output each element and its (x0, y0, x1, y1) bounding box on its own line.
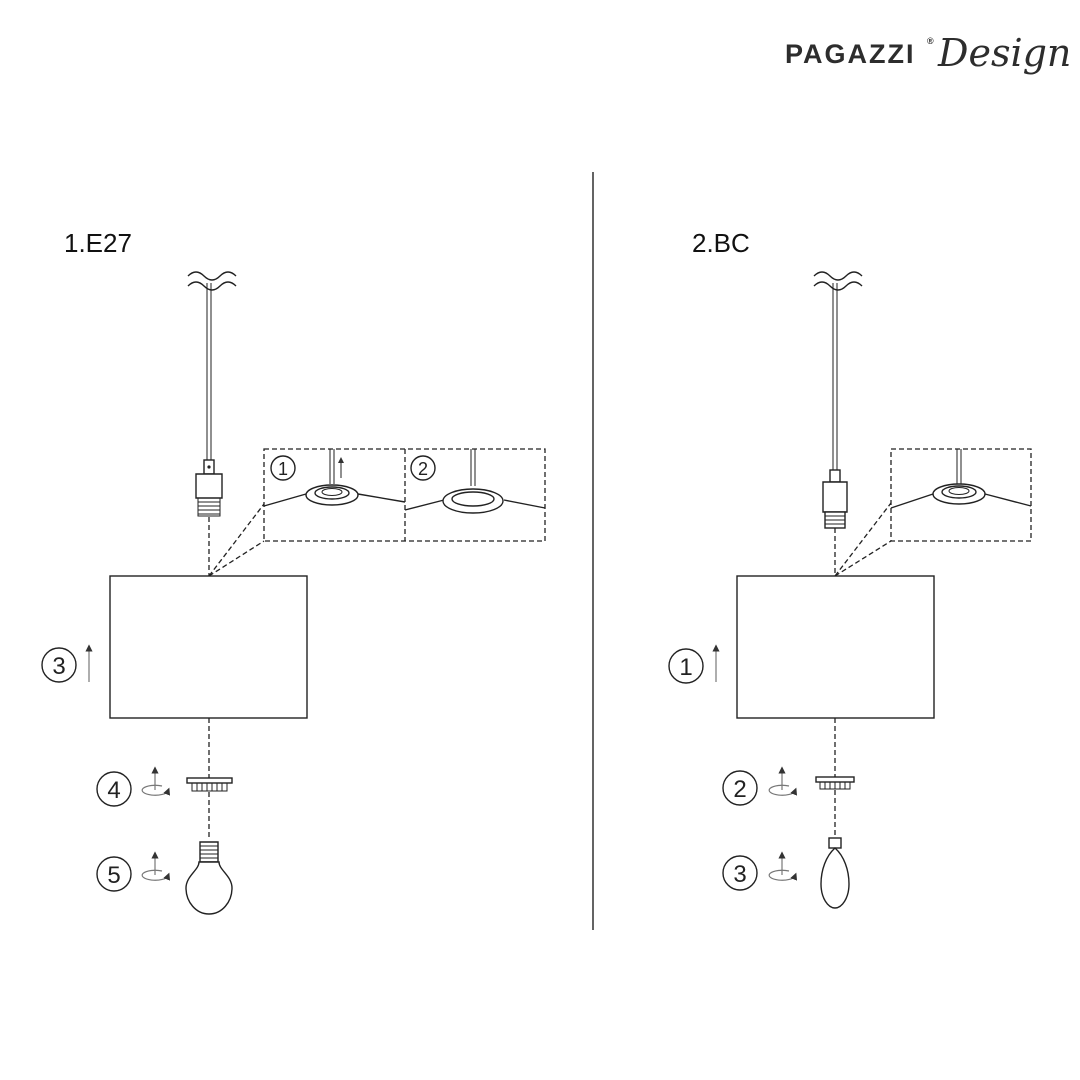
step-2: 2 (722, 766, 797, 806)
inset-detail (890, 448, 1032, 542)
bulb-candle-bc (820, 837, 850, 909)
panel-title: 1.E27 (64, 228, 132, 258)
inset-detail: 1 2 (263, 448, 546, 542)
pendant-cord (832, 283, 838, 470)
step-number: 3 (52, 653, 65, 680)
locking-ring (815, 776, 855, 790)
ceiling-break-icon (813, 271, 863, 291)
lampholder-bc (822, 469, 848, 529)
ceiling-break-icon (187, 271, 237, 291)
lamp-shade (109, 575, 308, 719)
rotate-icon (141, 869, 170, 881)
brand-script: Design (937, 31, 1071, 75)
callout-line (208, 503, 265, 577)
step-number: 4 (107, 777, 120, 804)
pendant-cord (206, 283, 212, 460)
callout-line (834, 502, 892, 577)
callout-line (834, 540, 892, 577)
brand-logo: PAGAZZI ® Design (785, 31, 1071, 75)
step-3: 3 (722, 851, 797, 891)
step-4: 4 (96, 766, 170, 807)
lamp-shade (736, 575, 935, 719)
panel-e27: 1.E27 (41, 228, 546, 915)
locking-ring (186, 777, 233, 792)
callout-line (208, 540, 265, 577)
step-3: 3 (41, 644, 93, 683)
step-number: 3 (733, 861, 746, 888)
brand-name: PAGAZZI (785, 39, 916, 69)
rotate-icon (768, 869, 797, 881)
rotate-icon (141, 784, 170, 796)
brand-registered-mark: ® (927, 36, 936, 46)
step-number: 5 (107, 862, 120, 889)
inset-step-number: 2 (418, 459, 428, 479)
step-number: 1 (679, 654, 692, 681)
inset-step-2: 2 (404, 449, 546, 514)
lampholder-e27 (195, 459, 223, 517)
step-number: 2 (733, 776, 746, 803)
rotate-icon (768, 784, 797, 796)
step-5: 5 (96, 851, 170, 892)
inset-step-1: 1 (263, 449, 406, 507)
step-1: 1 (668, 644, 720, 684)
panel-bc: 2.BC (668, 228, 1032, 909)
inset-step-number: 1 (278, 459, 288, 479)
bulb-e27 (185, 841, 233, 915)
panel-title: 2.BC (692, 228, 750, 258)
